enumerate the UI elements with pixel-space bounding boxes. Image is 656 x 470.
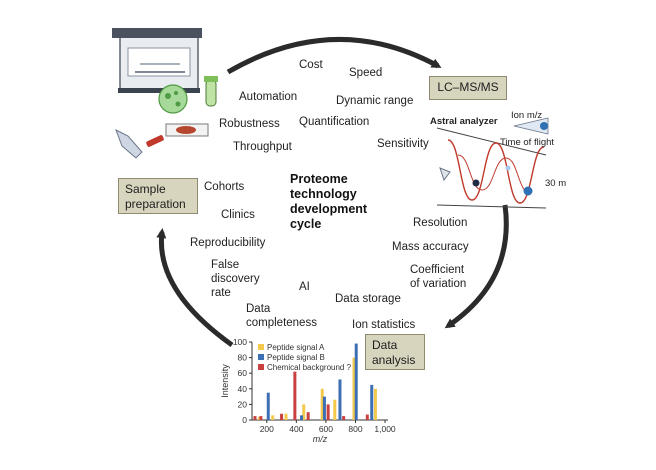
x-tick-label: 400 (289, 424, 303, 434)
cycle-title: Proteome technology development cycle (290, 172, 368, 231)
time-of-flight-label: Time of flight (500, 137, 555, 148)
bar-1 (373, 388, 377, 420)
legend-label: Peptide signal B (267, 353, 325, 362)
term-ai: AI (299, 281, 310, 293)
astral-analyzer-label: Astral analyzer (430, 116, 498, 127)
bar-3 (259, 416, 263, 420)
y-tick-label: 100 (233, 337, 247, 347)
x-tick-label: 200 (260, 424, 274, 434)
term-sensitivity: Sensitivity (377, 138, 429, 150)
x-tick-label: 600 (319, 424, 333, 434)
term-quantification: Quantification (299, 116, 370, 128)
legend-label: Chemical background ? (267, 363, 352, 372)
y-axis-label: Intensity (220, 364, 230, 398)
bar-2 (300, 415, 304, 420)
term-robustness: Robustness (219, 118, 280, 130)
arrow-to-lcms (226, 37, 442, 75)
y-tick-label: 40 (238, 384, 248, 394)
y-tick-label: 80 (238, 353, 248, 363)
y-tick-label: 20 (238, 399, 248, 409)
bar-3 (306, 412, 310, 420)
bar-3 (342, 416, 346, 420)
x-tick-label: 1,000 (374, 424, 396, 434)
stage-sample-preparation: Sample preparation (118, 178, 198, 214)
bar-1 (352, 357, 356, 420)
term-data-completeness: Data completeness (246, 303, 317, 329)
bar-2 (338, 379, 342, 420)
bar-2 (354, 343, 358, 420)
term-dynamic-range: Dynamic range (336, 95, 414, 107)
term-throughput: Throughput (233, 141, 292, 153)
term-clinics: Clinics (221, 209, 255, 221)
sample-tube-icon (204, 76, 218, 107)
stage-data-analysis: Data analysis (365, 334, 425, 370)
bar-2 (370, 384, 374, 420)
term-speed: Speed (349, 67, 383, 79)
term-cost: Cost (299, 59, 323, 71)
arrow-to-sample-prep (156, 228, 234, 348)
path-length-label: 30 m (545, 178, 567, 189)
liquid-handler-robot-icon (112, 28, 202, 93)
arrow-to-data-analysis (444, 204, 509, 329)
bar-1 (271, 415, 275, 420)
bar-2 (322, 396, 326, 420)
x-tick-label: 800 (348, 424, 362, 434)
term-coefficient-of-variation: Coefficient of variation (410, 264, 467, 290)
term-mass-accuracy: Mass accuracy (392, 241, 469, 253)
cell-culture-icon (158, 84, 188, 114)
y-tick-label: 60 (238, 368, 248, 378)
term-false-discovery-rate: False discovery rate (211, 259, 260, 299)
bar-3 (326, 404, 330, 420)
legend-swatch (258, 364, 264, 370)
term-data-storage: Data storage (335, 293, 401, 305)
bar-2 (266, 392, 270, 420)
x-axis-label: m/z (313, 434, 328, 444)
term-cohorts: Cohorts (204, 181, 245, 193)
bar-3 (280, 413, 284, 420)
term-automation: Automation (239, 91, 298, 103)
stage-lcms-msms: LC–MS/MS (429, 76, 507, 100)
bar-1 (320, 388, 324, 420)
bar-3 (365, 414, 369, 420)
glove-blood-sample-icon (115, 128, 164, 159)
mass-spectrum-chart: 0 20 40 60 80 100 200 400 600 800 1,000 m/z Intensit… (220, 337, 396, 444)
ion-mz-label: Ion m/z (511, 110, 543, 121)
astral-analyzer-schematic (436, 117, 549, 209)
term-ion-statistics: Ion statistics (352, 319, 416, 331)
bar-3 (293, 371, 297, 420)
bar-1 (284, 413, 288, 420)
legend-label: Peptide signal A (267, 343, 325, 352)
bar-3 (253, 416, 257, 420)
tissue-slide-icon (165, 123, 209, 137)
legend-swatch (258, 354, 264, 360)
bar-1 (302, 404, 306, 420)
term-reproducibility: Reproducibility (190, 237, 266, 249)
term-resolution: Resolution (413, 217, 468, 229)
y-tick-label: 0 (242, 415, 247, 425)
bar-1 (333, 399, 337, 420)
legend-swatch (258, 344, 264, 350)
